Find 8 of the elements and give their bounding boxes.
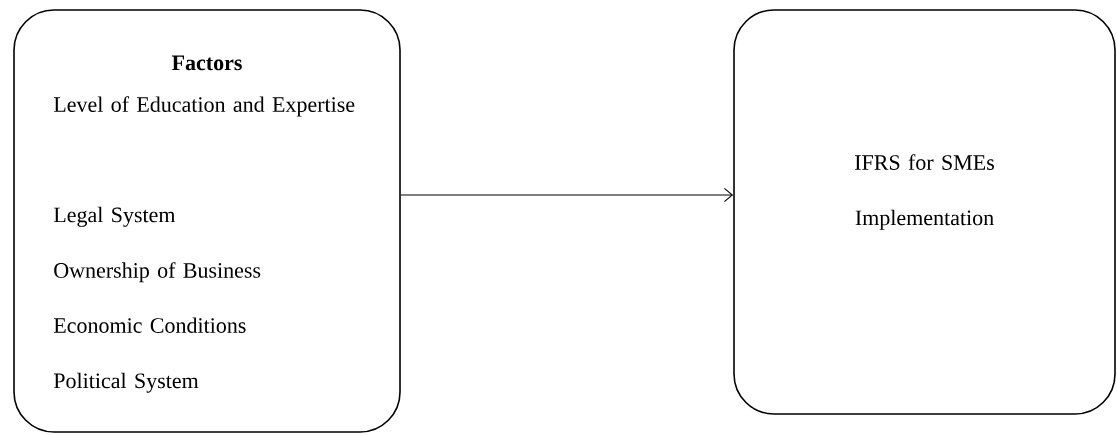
list-item: Legal System — [53, 206, 176, 227]
box-label: IFRS for SMEs Implementation — [855, 154, 994, 230]
list-item: Economic Conditions — [53, 317, 246, 333]
list-item: Political System — [53, 372, 199, 393]
list-item: Ownership of Business — [54, 262, 261, 283]
arrow — [400, 187, 734, 203]
list-item: Level of Education and Expertise — [53, 96, 355, 117]
box-heading: Factors — [171, 55, 242, 71]
